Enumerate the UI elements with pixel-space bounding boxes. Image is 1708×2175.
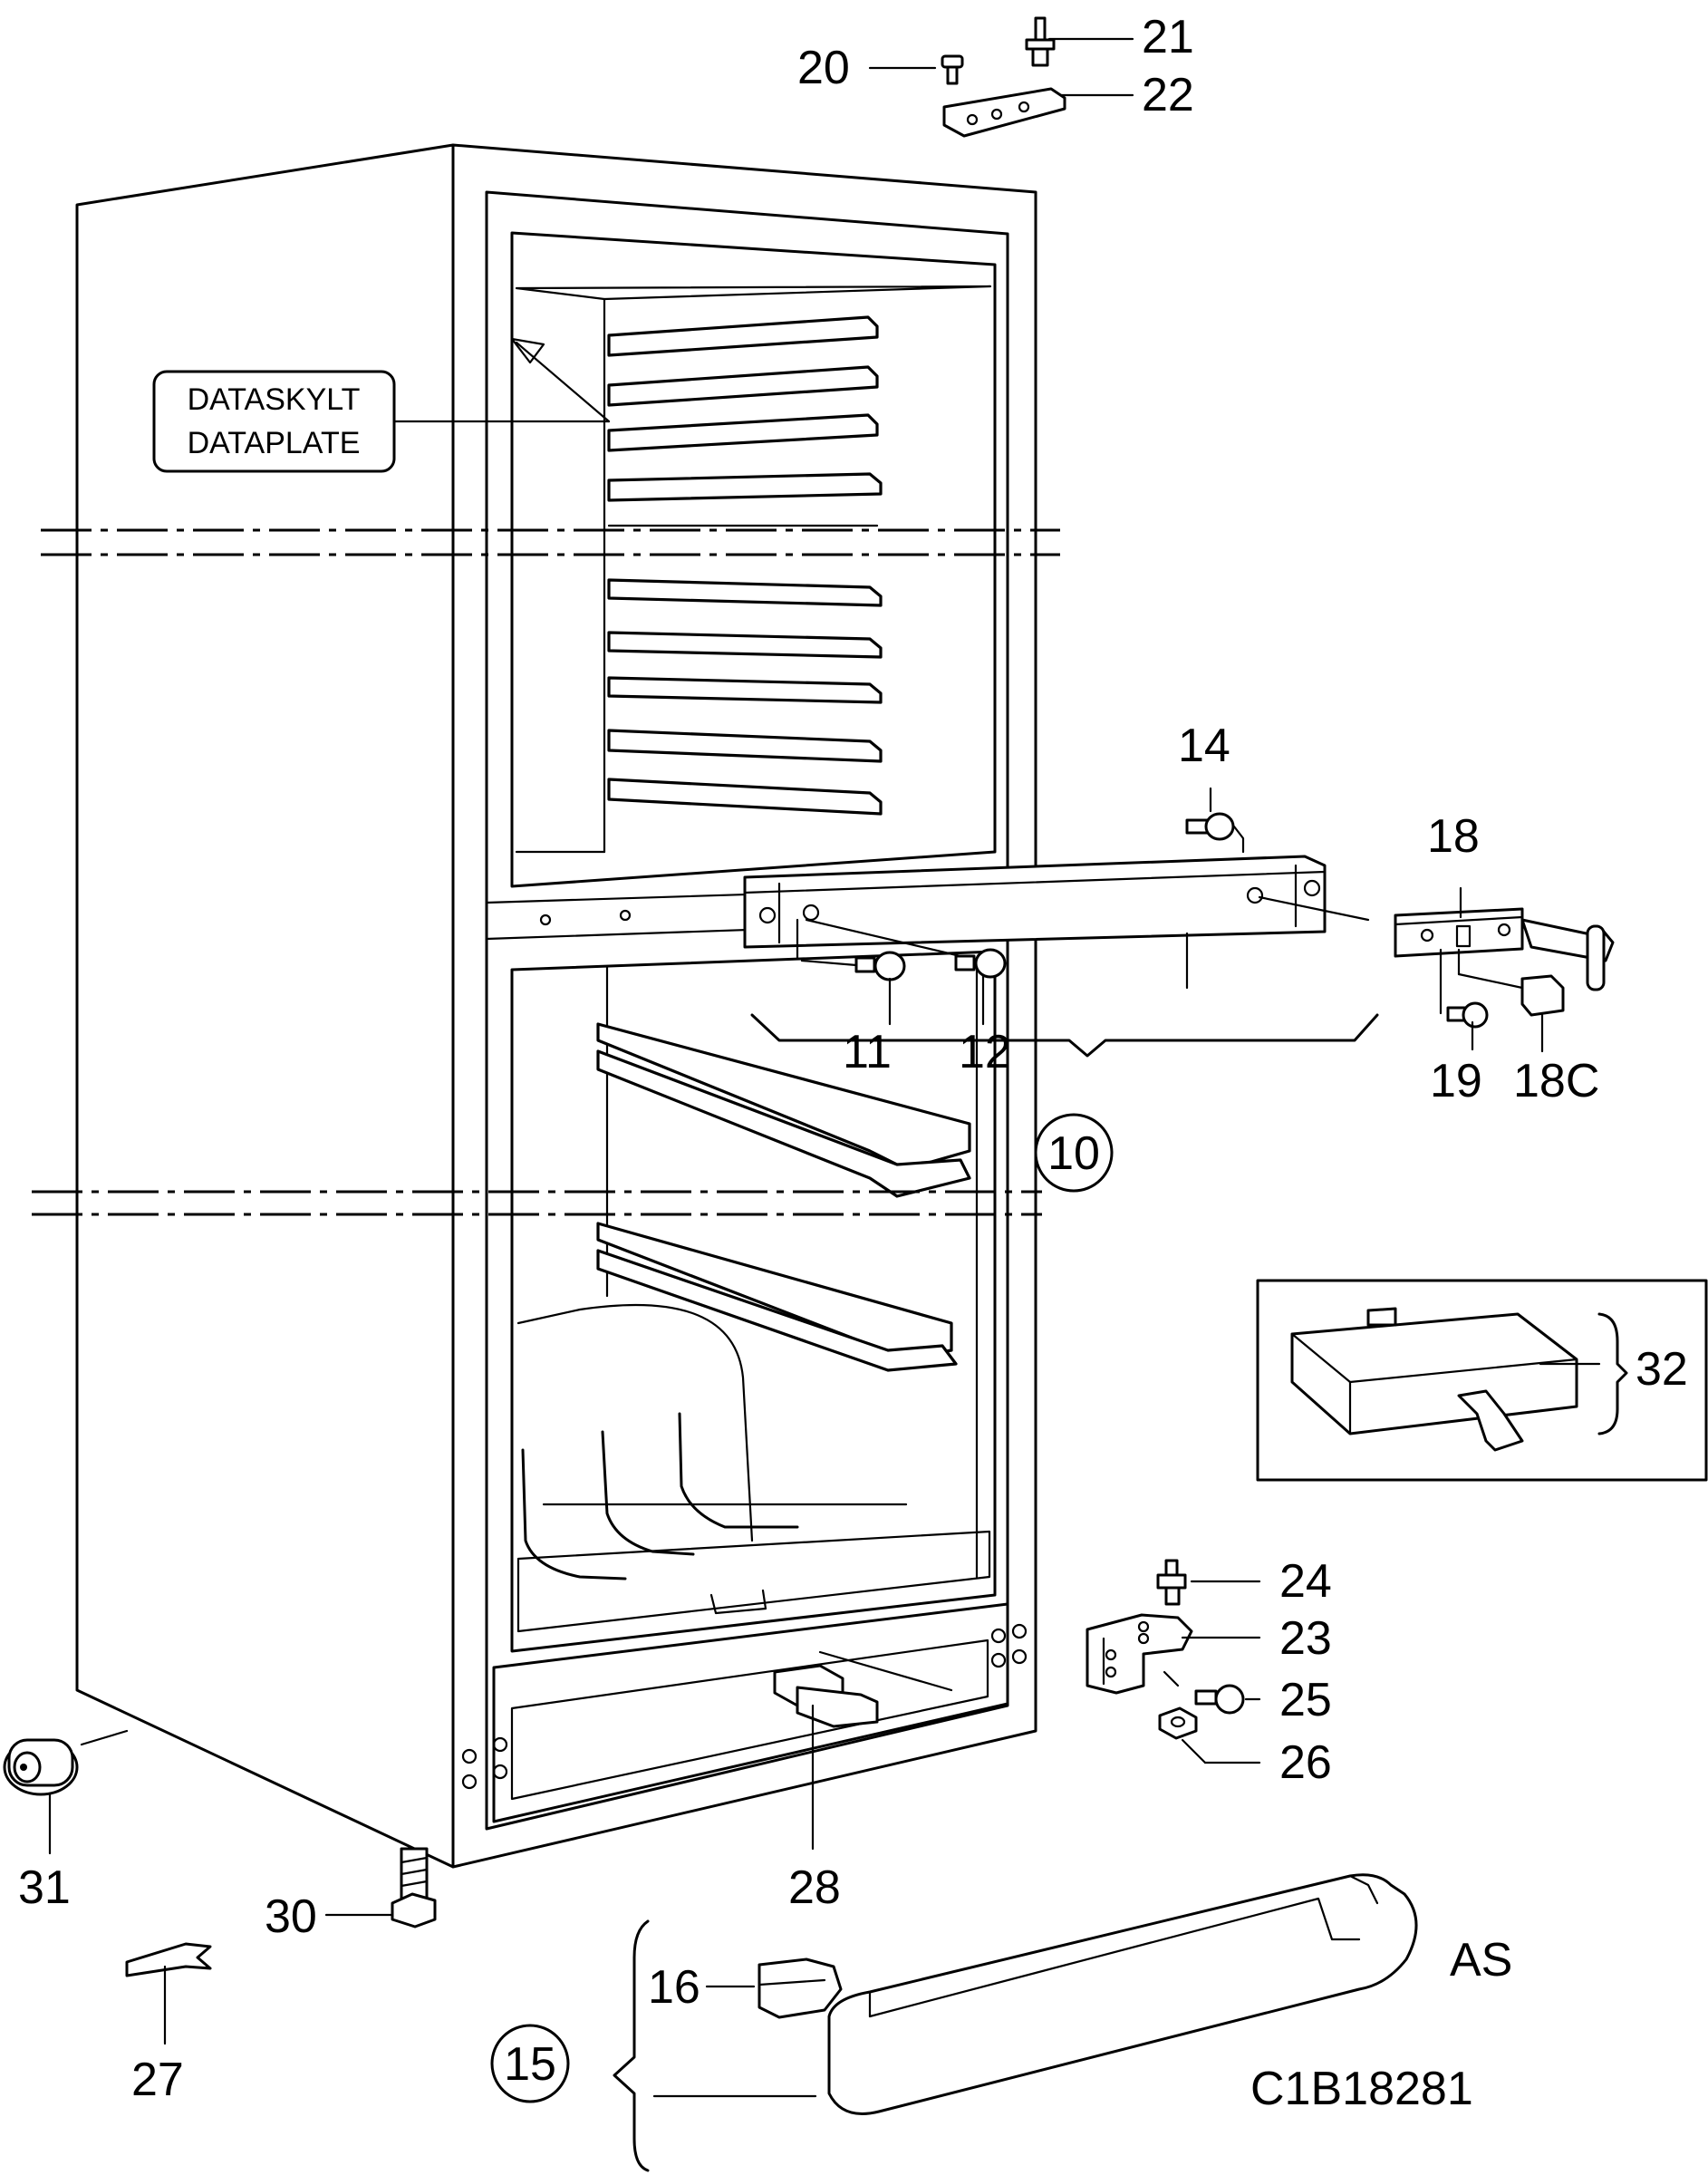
- bolt-30: [324, 1847, 437, 1928]
- label-21: 21: [1142, 11, 1194, 63]
- screw-25: [1163, 1670, 1261, 1715]
- hinge-bar-assembly: [743, 855, 1379, 1058]
- label-24: 24: [1279, 1555, 1332, 1608]
- label-11: 11: [843, 1026, 892, 1078]
- screw-12: [954, 948, 1007, 1026]
- data-plate-label-en: DATAPLATE: [188, 426, 361, 460]
- label-23: 23: [1279, 1612, 1332, 1665]
- label-28: 28: [788, 1861, 841, 1914]
- label-32: 32: [1636, 1343, 1688, 1396]
- label-19: 19: [1430, 1055, 1482, 1107]
- screw-11: [800, 951, 906, 1026]
- part-number-labels: 20 21 22 14 18 11 12 19 18C 10 32 24 23 …: [18, 11, 1688, 2115]
- freezer-shelf-rails: [607, 315, 883, 816]
- clip-27: [125, 1942, 212, 2045]
- label-14: 14: [1178, 720, 1230, 772]
- bottom-hinge-23: [1086, 1613, 1261, 1695]
- label-as: AS: [1450, 1934, 1512, 1986]
- hinge-pin-20: [868, 54, 964, 85]
- label-22: 22: [1142, 69, 1194, 121]
- data-plate-label-se: DATASKYLT: [188, 382, 361, 417]
- nut-26: [1158, 1706, 1261, 1764]
- handle-16: [705, 1958, 843, 2019]
- label-20: 20: [797, 42, 850, 94]
- door-rack-15: [613, 1873, 1418, 2172]
- label-12: 12: [959, 1026, 1011, 1078]
- foot-31: [3, 1729, 129, 1855]
- label-31: 31: [18, 1861, 71, 1914]
- label-25: 25: [1279, 1674, 1332, 1726]
- label-10: 10: [1047, 1127, 1100, 1180]
- label-30: 30: [265, 1890, 317, 1943]
- data-plate-callout: DATASKYLT DATAPLATE: [152, 337, 611, 473]
- label-15: 15: [504, 2038, 556, 2091]
- hinge-pin-24: [1156, 1559, 1261, 1606]
- label-27: 27: [131, 2054, 184, 2106]
- hinge-plate-22: [942, 87, 1134, 138]
- bracket-28: [773, 1664, 879, 1851]
- screw-14: [1185, 787, 1245, 854]
- label-26: 26: [1279, 1736, 1332, 1789]
- label-15-circle: [490, 2024, 570, 2103]
- label-10-circle: [1034, 1113, 1114, 1193]
- label-18c: 18C: [1513, 1055, 1599, 1107]
- hinge-18: [1394, 886, 1615, 1053]
- option-box-32: [1256, 1279, 1708, 1482]
- break-lines: [32, 528, 1060, 1216]
- hinge-pin-21: [1025, 16, 1134, 67]
- label-16: 16: [648, 1961, 700, 2014]
- label-18: 18: [1427, 810, 1480, 863]
- fridge-shelf-rails: [521, 1022, 971, 1580]
- drawing-number: C1B18281: [1250, 2063, 1473, 2115]
